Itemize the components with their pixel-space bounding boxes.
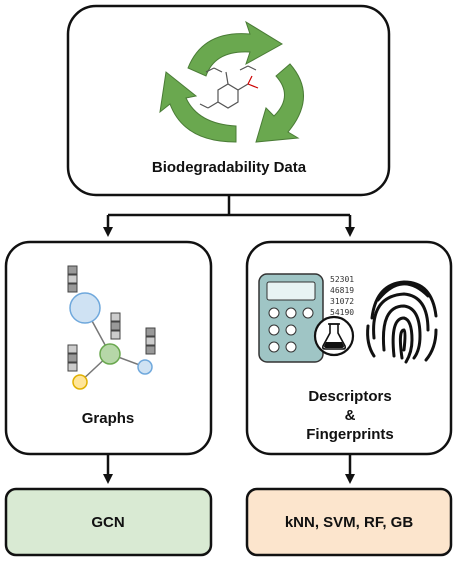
molecule-structure-icon: [199, 65, 259, 109]
number-grid: 52301 46819 31072 54190: [330, 275, 354, 317]
output-arrows: [103, 454, 355, 484]
flask-icon: [313, 315, 355, 357]
graphs-box: Graphs: [4, 240, 213, 456]
branch-connector: [103, 195, 355, 237]
calculator-icon: [258, 273, 324, 363]
descriptors-label-line: &: [345, 407, 356, 424]
descriptors-box: 52301 46819 31072 54190 Descriptors & Fi…: [245, 240, 453, 456]
source-label: Biodegradability Data: [152, 159, 307, 176]
descriptors-label-line: Descriptors: [308, 388, 391, 405]
gcn-label: GCN: [91, 514, 124, 531]
classic-models-label: kNN, SVM, RF, GB: [285, 514, 414, 531]
recycle-arrows-icon: [159, 20, 304, 143]
number-row: 52301: [330, 275, 354, 284]
number-row: 31072: [330, 297, 354, 306]
fingerprint-icon: [366, 280, 438, 364]
source-box: Biodegradability Data: [66, 4, 391, 197]
descriptors-label-line: Fingerprints: [306, 426, 394, 443]
classic-models-box: kNN, SVM, RF, GB: [245, 487, 453, 557]
number-row: 46819: [330, 286, 354, 295]
graphs-label: Graphs: [82, 410, 135, 427]
gcn-box: GCN: [4, 487, 213, 557]
graph-network-icon: [67, 265, 156, 390]
feature-bar-icon: [67, 265, 156, 372]
number-row: 54190: [330, 308, 354, 317]
